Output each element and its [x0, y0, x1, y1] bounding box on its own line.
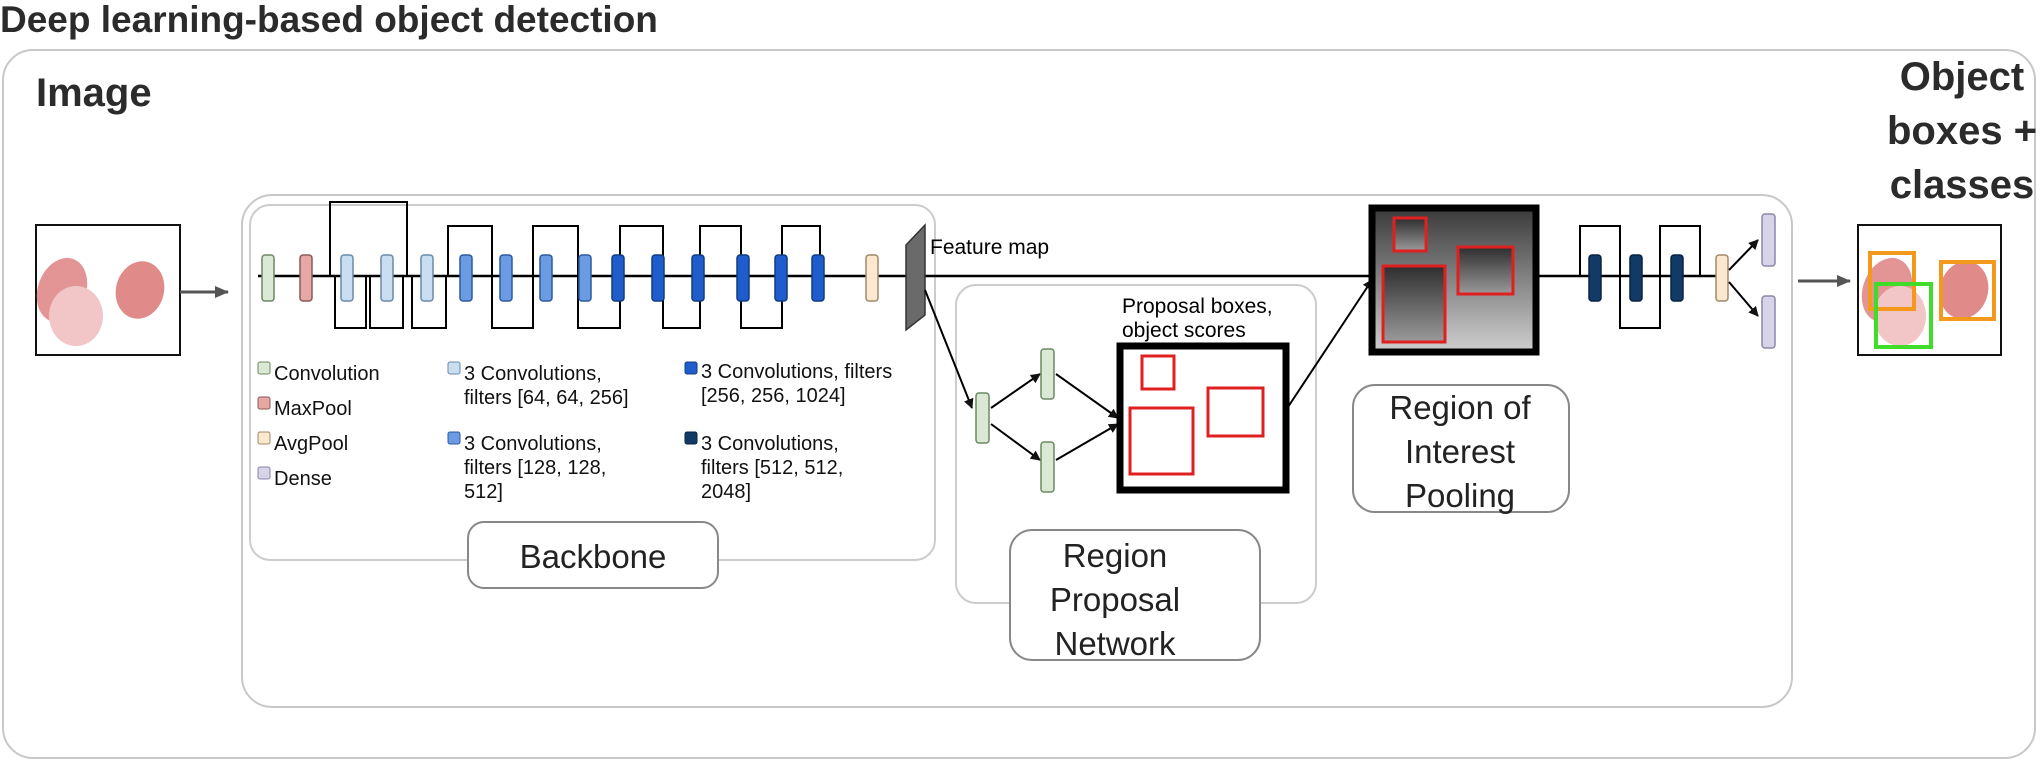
feature-map-label: Feature map — [930, 236, 1049, 259]
feature-map-shape — [905, 223, 926, 332]
block3-layer — [691, 254, 705, 302]
head-skip-connections — [1579, 225, 1701, 329]
block2-layer — [499, 254, 513, 302]
head-dense-arrows — [1728, 239, 1759, 317]
output-label-line-2: boxes + — [1887, 109, 2037, 153]
input-label: Image — [36, 71, 152, 115]
legend-block2-line-1: 3 Convolutions, — [464, 433, 602, 455]
block3-layer — [811, 254, 825, 302]
input-image — [35, 224, 181, 356]
block3-layer — [774, 254, 788, 302]
block3-layer — [651, 254, 665, 302]
roi-label-line-1: Region of — [1389, 389, 1531, 426]
legend-swatch-dense — [257, 466, 271, 480]
rpn-label-box — [1009, 529, 1261, 661]
head-avgpool-layer — [1715, 254, 1729, 302]
legend-block4-line-1: 3 Convolutions, — [701, 433, 839, 455]
skip-connections — [329, 201, 821, 329]
dense-layer — [1761, 295, 1776, 349]
block3-layer — [611, 254, 625, 302]
legend-swatch-block4 — [684, 431, 698, 445]
block3-layer — [736, 254, 750, 302]
block2-layer — [539, 254, 553, 302]
legend-swatch-block2 — [447, 431, 461, 445]
backbone-label: Backbone — [520, 538, 667, 575]
avgpool-layer — [865, 254, 879, 302]
roi-label-box — [1352, 384, 1570, 513]
roi-label-line-3: Pooling — [1405, 477, 1515, 514]
head-block4-layer — [1629, 254, 1643, 302]
block1-layer — [340, 254, 354, 302]
legend-block1-line-1: 3 Convolutions, — [464, 363, 602, 385]
dense-layer — [1761, 213, 1776, 267]
proposal-boxes — [1116, 342, 1290, 494]
legend-dense: Dense — [274, 468, 332, 490]
output-image — [1857, 224, 2002, 356]
legend-convolution: Convolution — [274, 363, 380, 385]
roi-label-line-2: Interest — [1405, 433, 1515, 470]
rpn-conv-layer — [975, 392, 990, 444]
legend-swatch-maxpool — [257, 396, 271, 410]
legend-block3-line-2: [256, 256, 1024] — [701, 385, 846, 407]
legend-swatch-block1 — [447, 361, 461, 375]
rpn-conv-layer — [1040, 441, 1055, 493]
roi-pooling-block — [1368, 204, 1540, 356]
legend-maxpool: MaxPool — [274, 398, 352, 420]
legend-avgpool: AvgPool — [274, 433, 348, 455]
output-label-line-1: Object — [1900, 55, 2024, 99]
legend-block1-line-2: filters [64, 64, 256] — [464, 387, 629, 409]
conv-layer — [261, 254, 275, 302]
legend-swatch-convolution — [257, 361, 271, 375]
legend-block3-line-1: 3 Convolutions, filters — [701, 361, 892, 383]
rpn-label-line-1: Region — [1063, 537, 1168, 574]
backbone-layers — [261, 254, 879, 302]
legend-block4-line-2: filters [512, 512, — [701, 457, 843, 479]
legend-block4-line-3: 2048] — [701, 481, 751, 503]
diagram-title: Deep learning-based object detection — [0, 0, 658, 40]
legend-block2-line-3: 512] — [464, 481, 503, 503]
legend-swatch-block3 — [684, 361, 698, 375]
head-block4-layer — [1588, 254, 1602, 302]
proposal-label-line-2: object scores — [1122, 319, 1246, 342]
inner-frame — [241, 194, 1793, 708]
output-label-line-3: classes — [1890, 163, 2035, 207]
block2-layer — [578, 254, 592, 302]
maxpool-layer — [299, 254, 313, 302]
proposal-label-line-1: Proposal boxes, — [1122, 295, 1273, 318]
legend-swatch-avgpool — [257, 431, 271, 445]
rpn-label-line-2: Proposal — [1050, 581, 1180, 618]
legend: Convolution MaxPool AvgPool Dense 3 Conv… — [257, 361, 892, 503]
backbone-label-box — [467, 521, 719, 589]
block1-layer — [380, 254, 394, 302]
rpn-conv-layer — [1040, 348, 1055, 400]
legend-block2-line-2: filters [128, 128, — [464, 457, 606, 479]
output-label: Object boxes + classes — [1887, 55, 2037, 207]
outer-frame — [2, 49, 2036, 759]
rpn-connections — [924, 279, 1373, 461]
head-block4-layer — [1670, 254, 1684, 302]
block2-layer — [459, 254, 473, 302]
rpn-label-line-3: Network — [1054, 625, 1176, 662]
block1-layer — [420, 254, 434, 302]
